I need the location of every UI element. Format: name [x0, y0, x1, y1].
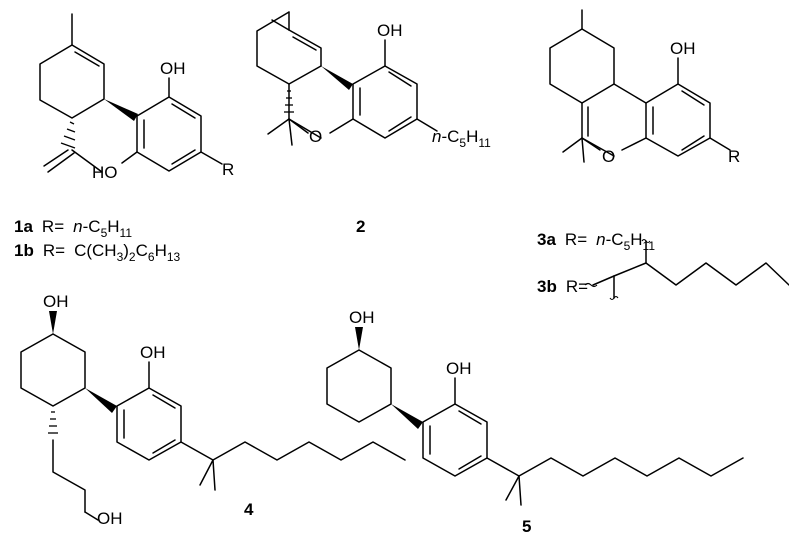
compound-id-3a: 3a [537, 230, 556, 249]
c5-arom-double-3 [458, 455, 482, 470]
c1-oh-label: OH [160, 59, 186, 78]
c1-aromatic-ring [136, 96, 202, 172]
c3-cyclohexane-ring [549, 28, 615, 104]
label-3a: 3a R= n-C5H11 [537, 230, 655, 253]
c3b-wavy-up [641, 238, 651, 244]
compound-id-3b: 3b [537, 277, 557, 296]
c4-quat-bond [180, 441, 214, 461]
c1-arom-double-2 [171, 103, 196, 119]
c4-aromatic-ring [116, 387, 182, 461]
c3-arom-double-2 [681, 90, 705, 106]
c1-r-label: R [222, 160, 234, 179]
c4-wedge-ar [85, 388, 117, 413]
c4-arom-double-3 [152, 439, 176, 454]
compound-4-structure [20, 311, 406, 521]
c2-arom-double-2 [388, 71, 412, 87]
c2-o-ar-bond [329, 118, 354, 134]
c2-o-label: O [309, 127, 322, 146]
c4-propyl-chain [52, 439, 86, 513]
c3b-alkyl-chain [645, 262, 789, 286]
c5-oh-ar-label: OH [446, 359, 472, 378]
c4-oh-top-label: OH [43, 292, 69, 311]
compound-id-4: 4 [244, 500, 254, 519]
c4-quat-methyl-2 [212, 459, 216, 491]
label-3b: 3b R= [537, 277, 588, 296]
label-1a: 1a R= n-C5H11 [14, 217, 132, 240]
c3b-bond-1 [592, 275, 615, 286]
c5-aromatic-ring [422, 403, 488, 477]
c2-aromatic-ring [352, 65, 418, 139]
c2-pentyl-bond [416, 118, 438, 132]
c5-quat-bond [486, 457, 520, 477]
c3-ring-to-ar [613, 83, 647, 104]
c1-isopropenyl-methyl [71, 149, 103, 173]
c2-gem-methyl-1 [267, 118, 290, 135]
c2-c-o-bond [288, 118, 309, 134]
compound-3-structure [549, 9, 731, 163]
c1-isopropenyl-double [47, 152, 75, 173]
c3-oh-label: OH [670, 39, 696, 58]
c4-heptyl-chain [212, 441, 406, 461]
c3-r-bond [709, 137, 731, 151]
c2-oh-label: OH [377, 21, 403, 40]
c5-quat-methyl-1 [505, 475, 520, 501]
c1-r-bond [200, 151, 223, 165]
c2-ring-right [288, 29, 322, 67]
c3-c-o-bond [581, 137, 601, 151]
c5-oh-top-label: OH [349, 308, 375, 327]
c1-ring-double-bond [74, 51, 100, 67]
c3b-bond-2 [613, 262, 647, 277]
c2-substituent-label: n-C5H11 [432, 127, 491, 150]
c4-oh-chain-label: OH [97, 509, 123, 528]
compound-id-5: 5 [522, 517, 531, 536]
c3-gem-methyl-1 [562, 137, 583, 153]
c3-o-ar-bond [621, 137, 647, 151]
c1-oh-bond-bottom [121, 151, 138, 164]
compound-1-structure [39, 13, 223, 173]
c5-alkyl-chain [518, 457, 744, 477]
c5-wedge-oh [355, 327, 363, 350]
c1-cyclohexene-ring [39, 44, 105, 119]
c2-gem-methyl-2 [288, 118, 293, 146]
c5-cyclohexane-ring [326, 349, 392, 423]
c4-hashed-bond [48, 411, 58, 434]
c1-wedge-bond [104, 99, 138, 121]
compound-5-structure [326, 327, 744, 506]
c4-arom-double-2 [152, 394, 176, 409]
c1-ho-label: HO [92, 163, 118, 182]
c4-wedge-oh [49, 311, 57, 334]
c2-cyclohexene-ring-left [256, 11, 322, 85]
c2-ring-double-bond [292, 36, 317, 51]
c2-arom-double-3 [388, 116, 412, 132]
c5-quat-methyl-2 [518, 475, 522, 506]
c1-isopropenyl-bond [43, 149, 69, 167]
c3-r-label: R [728, 147, 740, 166]
c3b-wavy-down [609, 295, 619, 301]
c3-aromatic-ring [645, 83, 711, 157]
label-1b: 1b R= C(CH3)2C6H13 [14, 241, 181, 264]
compound-2-structure [256, 11, 438, 146]
compound-id-2: 2 [356, 217, 365, 236]
c4-quat-methyl-1 [199, 459, 214, 486]
c3-arom-double-3 [681, 135, 705, 151]
c4-cyclohexane-ring [20, 333, 86, 407]
compound-id-1a: 1a [14, 217, 33, 236]
c1-arom-double-3 [171, 149, 196, 165]
c3b-side-chain [584, 238, 789, 301]
c2-wedge-bond [321, 66, 353, 90]
c3b-wavy-left [584, 282, 598, 288]
c3-gem-methyl-2 [581, 137, 585, 163]
c2-hashed-bond [284, 90, 294, 113]
c3-o-label: O [602, 147, 615, 166]
c4-oh-tail-bond [84, 511, 99, 521]
c4-oh-ar-label: OH [140, 343, 166, 362]
c5-wedge-ar [391, 404, 423, 429]
compound-id-1b: 1b [14, 241, 34, 260]
c1-hashed-bond [60, 121, 76, 149]
c2-methyl [271, 19, 290, 31]
c5-arom-double-2 [458, 410, 482, 425]
